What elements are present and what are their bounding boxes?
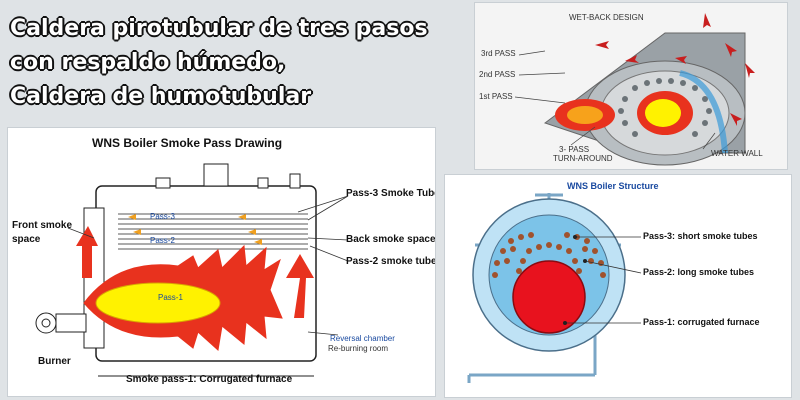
structure-illustration [445, 175, 791, 397]
wetback-label-3rd: 3rd PASS [481, 49, 516, 58]
drawing-label-furnace: Smoke pass-1: Corrugated furnace [126, 374, 292, 385]
wetback-label-1st: 1st PASS [479, 92, 513, 101]
title-block: Caldera pirotubular de tres pasos con re… [10, 12, 428, 114]
drawing-label-front-2: space [12, 234, 40, 245]
drawing-label-back-space: Back smoke space [346, 234, 436, 245]
structure-title: WNS Boiler Structure [567, 181, 659, 191]
wetback-label-2nd: 2nd PASS [479, 70, 515, 79]
wetback-illustration [475, 3, 787, 169]
drawing-title: WNS Boiler Smoke Pass Drawing [92, 136, 282, 150]
drawing-inner-pass2: Pass-2 [150, 236, 175, 245]
drawing-label-pass2-tube: Pass-2 smoke tube [346, 256, 436, 267]
smoke-pass-panel: WNS Boiler Smoke Pass Drawing Pass-3 Pas… [7, 127, 436, 397]
drawing-label-burner: Burner [38, 356, 71, 367]
wetback-panel: WET-BACK DESIGN 3rd PASS 2nd PASS 1st PA… [474, 2, 788, 170]
title-line-3: Caldera de humotubular [10, 80, 428, 114]
drawing-inner-pass3: Pass-3 [150, 212, 175, 221]
drawing-label-reversal: Reversal chamber [330, 334, 395, 343]
wetback-turnaround-2: TURN-AROUND [553, 154, 613, 163]
wetback-water-wall: WATER WALL [711, 149, 763, 158]
structure-panel: WNS Boiler Structure Pass-3: short smoke… [444, 174, 792, 398]
title-line-2: con respaldo húmedo, [10, 46, 428, 80]
title-line-1: Caldera pirotubular de tres pasos [10, 12, 428, 46]
drawing-label-pass3-tube: Pass-3 Smoke Tube [346, 188, 436, 199]
drawing-label-reburning: Re-burning room [328, 344, 388, 353]
wetback-turnaround-1: 3- PASS [559, 145, 589, 154]
structure-label-pass3: Pass-3: short smoke tubes [643, 231, 758, 241]
drawing-label-front-1: Front smoke [12, 220, 72, 231]
wetback-title: WET-BACK DESIGN [569, 13, 644, 22]
drawing-inner-pass1: Pass-1 [158, 293, 183, 302]
structure-label-pass2: Pass-2: long smoke tubes [643, 267, 754, 277]
structure-label-pass1: Pass-1: corrugated furnace [643, 317, 760, 327]
